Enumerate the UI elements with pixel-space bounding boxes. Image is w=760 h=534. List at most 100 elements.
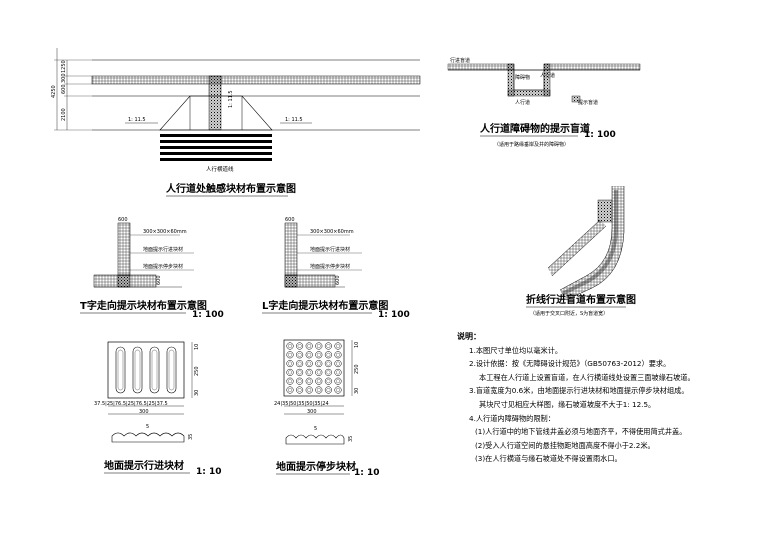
stop-dot bbox=[315, 360, 323, 368]
stop-dot-inner bbox=[316, 388, 321, 392]
stop-dim-right-c: 10 bbox=[354, 342, 360, 348]
obstacle-label-walk1: 人行道 bbox=[540, 72, 555, 79]
stop-dot-inner bbox=[288, 344, 292, 348]
t-label-size: 300×300×60mm bbox=[143, 229, 187, 235]
stop-dot-inner bbox=[326, 379, 331, 384]
stop-dot-inner bbox=[297, 379, 302, 384]
crosswalk-stripes bbox=[160, 134, 272, 161]
t-label-stop: 地面提示停步块材 bbox=[143, 263, 183, 270]
stop-dot bbox=[305, 368, 313, 376]
stop-dot bbox=[334, 342, 342, 350]
stop-dot-inner bbox=[297, 352, 302, 357]
stop-dot bbox=[286, 386, 294, 394]
stop-title: 地面提示停步块材 bbox=[276, 460, 356, 473]
stop-dot bbox=[324, 368, 332, 376]
stop-dot-inner bbox=[307, 388, 312, 392]
l-scale: 1: 100 bbox=[378, 310, 410, 320]
stop-dot-inner bbox=[326, 388, 331, 392]
stop-dot-inner bbox=[288, 361, 292, 366]
notes-block: 说明： 1.本图尺寸单位均以毫米计。 2.设计依据：按《无障碍设计规范》（GB5… bbox=[457, 330, 757, 466]
stop-dot-inner bbox=[316, 344, 321, 348]
obstacle-title: 人行道障碍物的提示盲道 bbox=[480, 122, 590, 135]
stop-dot-inner bbox=[326, 361, 331, 366]
t-title: T字走向提示块材布置示意图 bbox=[80, 299, 207, 312]
stop-dot bbox=[296, 342, 304, 350]
obstacle-scale: 1: 100 bbox=[584, 130, 616, 140]
obstacle-label-sign: 障碍物 bbox=[515, 74, 530, 81]
stop-dot bbox=[305, 386, 313, 394]
stop-dot-inner bbox=[288, 352, 292, 357]
stop-dot bbox=[334, 360, 342, 368]
stop-dim-right-b: 30 bbox=[354, 388, 360, 394]
obstacle-label-walk2: 人行道 bbox=[515, 99, 530, 106]
go-dim-right-c: 10 bbox=[194, 344, 200, 350]
l-title: L字走向提示块材布置示意图 bbox=[262, 299, 388, 312]
l-label-size: 300×300×60mm bbox=[310, 229, 354, 235]
stop-dot-inner bbox=[288, 379, 292, 384]
stop-dot-inner bbox=[336, 361, 340, 366]
stop-dot bbox=[324, 377, 332, 385]
stop-dot-inner bbox=[316, 370, 321, 375]
note-line: 1.本图尺寸单位均以毫米计。 bbox=[469, 345, 563, 355]
stop-dot bbox=[334, 386, 342, 394]
stop-dot bbox=[324, 342, 332, 350]
stop-dot bbox=[315, 377, 323, 385]
stop-dot bbox=[315, 386, 323, 394]
go-dim-right-b: 30 bbox=[194, 390, 200, 396]
l-label-stop: 地面提示停步块材 bbox=[310, 263, 350, 270]
t-label-go: 地面提示行进块材 bbox=[143, 246, 183, 253]
bend-title: 折线行进盲道布置示意图 bbox=[526, 293, 636, 306]
stop-dot bbox=[286, 351, 294, 359]
stop-dot bbox=[296, 386, 304, 394]
go-dim-width: 300 bbox=[139, 409, 149, 415]
stop-dot bbox=[324, 386, 332, 394]
crossing-plan: 人行横道线 1: 11.5 1: 11.5 1: 11.5 4250 1250 … bbox=[51, 48, 421, 197]
go-dims-bottom: 37.5|25|76.5|25|76.5|25|37.5 bbox=[94, 401, 168, 407]
dim-total: 4250 bbox=[51, 85, 57, 98]
dim-d: 2100 bbox=[61, 108, 67, 121]
stop-dot-inner bbox=[307, 344, 312, 348]
stop-dot bbox=[296, 368, 304, 376]
stop-dot bbox=[305, 360, 313, 368]
stop-section-dim2: 35 bbox=[348, 436, 354, 442]
stop-dot-inner bbox=[316, 352, 321, 357]
stop-dot bbox=[305, 342, 313, 350]
stop-dot bbox=[296, 360, 304, 368]
stop-dot-inner bbox=[326, 344, 331, 348]
stop-dot bbox=[334, 377, 342, 385]
stop-dot-inner bbox=[297, 388, 302, 392]
note-line: 4.人行道内障碍物的限制： bbox=[469, 413, 555, 423]
stop-dot-inner bbox=[307, 370, 312, 375]
l-dim-right: 600 bbox=[335, 275, 341, 285]
stop-dot-inner bbox=[336, 379, 340, 384]
stop-dot-inner bbox=[307, 352, 312, 357]
slope-mid-label: 1: 11.5 bbox=[228, 90, 234, 108]
stop-dot-inner bbox=[307, 379, 312, 384]
stop-dot bbox=[324, 360, 332, 368]
stop-scale: 1: 10 bbox=[354, 468, 380, 478]
note-line: (3)在人行横道与缘石坡道处不得设置雨水口。 bbox=[475, 454, 622, 464]
crossing-title: 人行道处触感块材布置示意图 bbox=[166, 182, 296, 195]
stop-dim-width: 300 bbox=[307, 409, 317, 415]
stop-dot bbox=[315, 342, 323, 350]
stop-dot-inner bbox=[297, 370, 302, 375]
note-line: (1)人行道中的地下管线井盖必须与地面齐平，不得使用简式井盖。 bbox=[475, 427, 687, 437]
crosswalk-label: 人行横道线 bbox=[206, 165, 234, 173]
stop-dot-inner bbox=[288, 370, 292, 375]
stop-dot-inner bbox=[336, 344, 340, 348]
go-scale: 1: 10 bbox=[196, 467, 222, 477]
stop-dot-inner bbox=[336, 370, 340, 375]
l-dim-top: 600 bbox=[285, 217, 295, 223]
note-line: 3.盲道宽度为0.6米，由地面提示行进块材和地面提示停步块材组成。 bbox=[469, 386, 689, 396]
t-scale: 1: 100 bbox=[192, 310, 224, 320]
obstacle-label-warn: 提示盲道 bbox=[578, 99, 598, 106]
stop-tile-detail: 24|35|50|35|50|35|24 300 250 30 10 5 35 … bbox=[274, 339, 380, 478]
go-title: 地面提示行进块材 bbox=[104, 459, 184, 472]
stop-dims-bottom: 24|35|50|35|50|35|24 bbox=[274, 401, 329, 407]
stop-dot bbox=[286, 377, 294, 385]
stop-dot bbox=[305, 351, 313, 359]
stop-dot-inner bbox=[326, 370, 331, 375]
t-dim-right: 600 bbox=[156, 275, 162, 285]
stop-dot-inner bbox=[336, 352, 340, 357]
